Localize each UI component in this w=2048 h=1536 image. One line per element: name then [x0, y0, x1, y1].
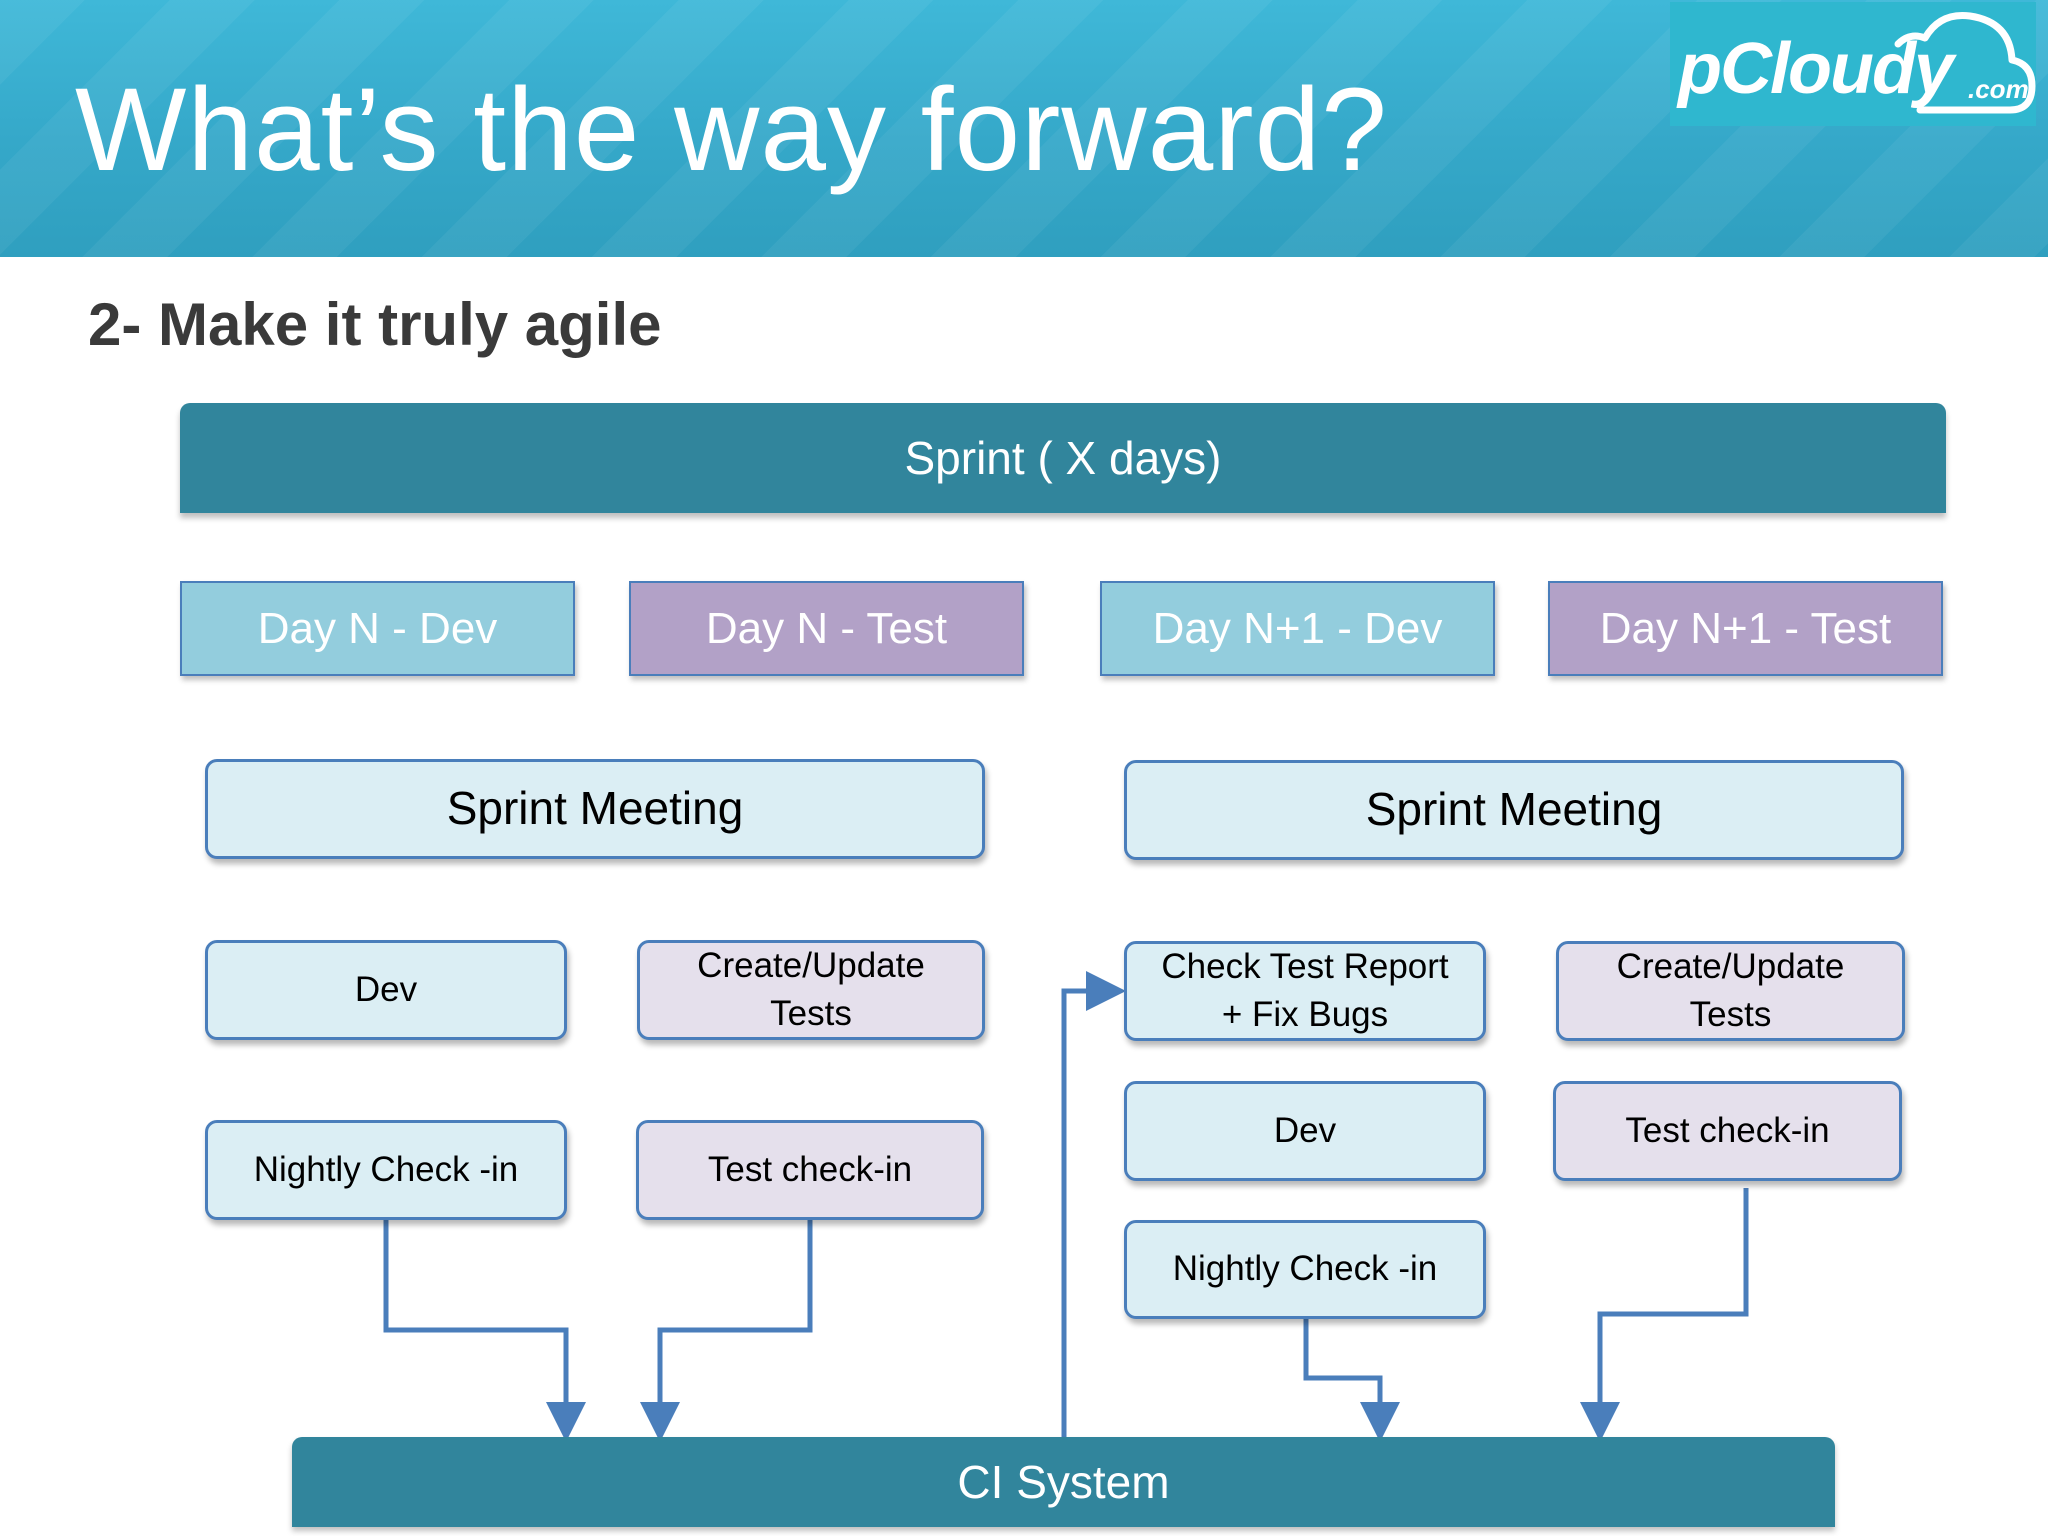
- dev-task-day-n: Dev: [205, 940, 567, 1040]
- ci-system-bar: CI System: [292, 1437, 1835, 1527]
- check-test-report-task: Check Test Report + Fix Bugs: [1124, 941, 1486, 1041]
- cloud-icon: [1894, 11, 2036, 114]
- arrow-nightly-to-ci: [383, 1220, 586, 1442]
- arrow-ci-to-check-report: [1061, 971, 1126, 1437]
- slide-header: What’s the way forward? pCloudy .com: [0, 0, 2048, 257]
- create-update-tests-day-n: Create/Update Tests: [637, 940, 985, 1040]
- arrow-nightly-n1-to-ci: [1303, 1319, 1400, 1442]
- day-n1-test: Day N+1 - Test: [1548, 581, 1943, 676]
- logo-wordmark: pCloudy: [1678, 29, 1954, 109]
- dev-task-day-n1: Dev: [1124, 1081, 1486, 1181]
- nightly-checkin-day-n: Nightly Check -in: [205, 1120, 567, 1220]
- arrow-testcheckin-to-ci: [640, 1220, 813, 1442]
- slide-subtitle: 2- Make it truly agile: [88, 291, 662, 358]
- sprint-meeting-day-n1: Sprint Meeting: [1124, 760, 1904, 860]
- sprint-bar: Sprint ( X days): [180, 403, 1946, 513]
- create-update-tests-line1: Create/Update: [697, 945, 925, 985]
- create-update-tests-line2: Tests: [770, 994, 852, 1033]
- slide-title: What’s the way forward?: [75, 64, 1388, 196]
- day-n-dev: Day N - Dev: [180, 581, 575, 676]
- create-update-tests-n1-line1: Create/Update: [1616, 946, 1845, 986]
- arrow-testcheckin-n1-to-ci: [1580, 1188, 1749, 1442]
- check-report-line1: Check Test Report: [1161, 946, 1449, 986]
- test-checkin-day-n1: Test check-in: [1553, 1081, 1902, 1181]
- pcloudy-logo: pCloudy .com: [1670, 2, 2036, 126]
- create-update-tests-day-n1: Create/Update Tests: [1556, 941, 1905, 1041]
- test-checkin-day-n: Test check-in: [636, 1120, 984, 1220]
- day-n-test: Day N - Test: [629, 581, 1024, 676]
- sprint-meeting-day-n: Sprint Meeting: [205, 759, 985, 859]
- day-n1-dev: Day N+1 - Dev: [1100, 581, 1495, 676]
- logo-suffix: .com: [1968, 74, 2029, 104]
- check-report-line2: + Fix Bugs: [1221, 995, 1389, 1034]
- nightly-checkin-day-n1: Nightly Check -in: [1124, 1220, 1486, 1319]
- create-update-tests-n1-line2: Tests: [1689, 995, 1772, 1034]
